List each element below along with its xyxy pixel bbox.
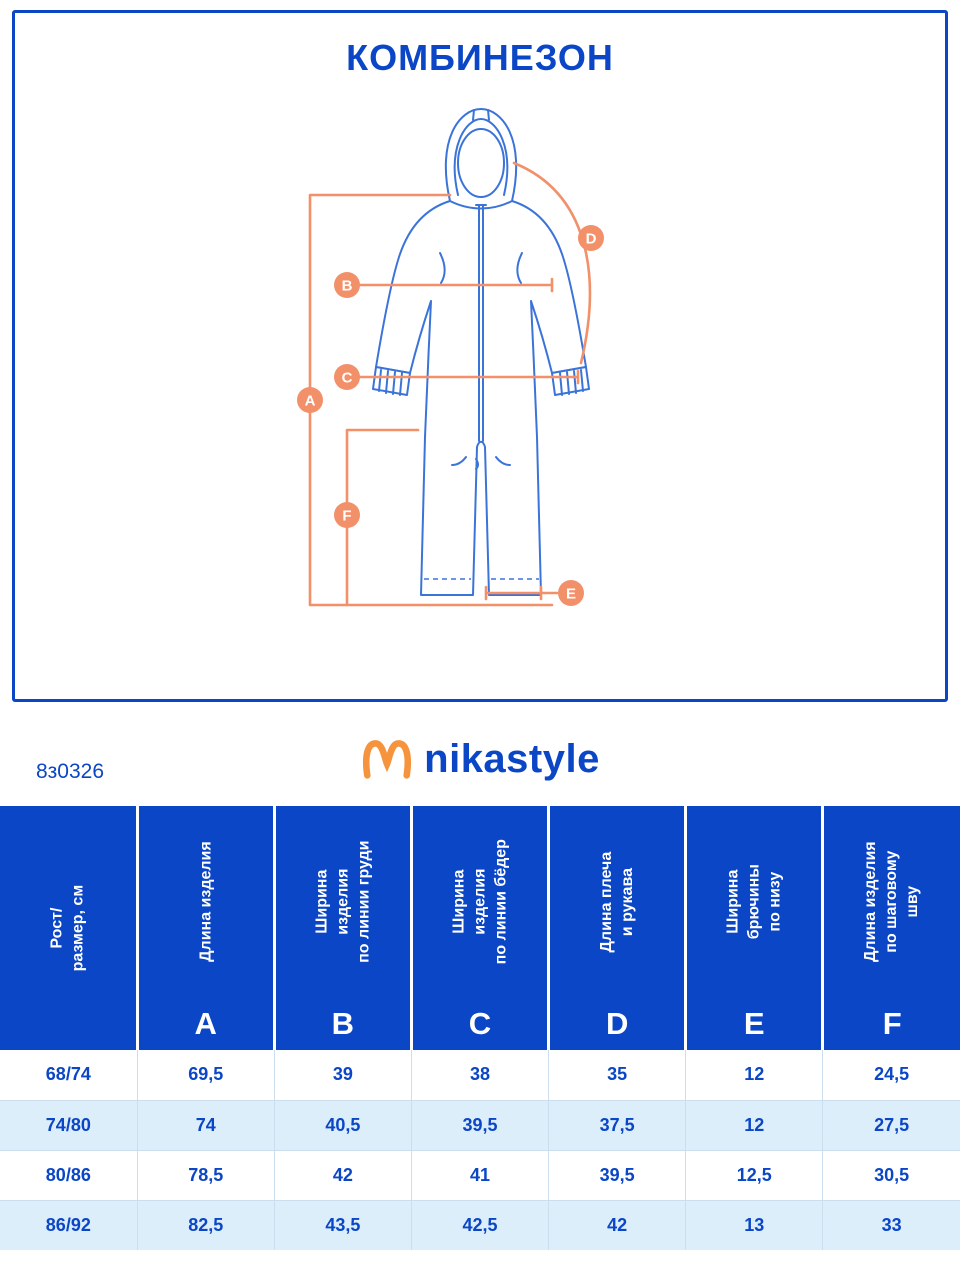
- marker-b: B: [334, 272, 360, 298]
- column-label: Рост/ размер, см: [48, 884, 87, 972]
- value-cell: 42: [273, 1149, 412, 1201]
- hood: [444, 108, 518, 210]
- value-cell: 40,5: [273, 1099, 412, 1151]
- size-cell: 68/74: [0, 1050, 138, 1101]
- value-cell: 78,5: [136, 1149, 275, 1201]
- column-letter: A: [194, 1006, 217, 1041]
- column-letter: E: [743, 1006, 765, 1041]
- brand-logo: nikastyle: [0, 736, 960, 782]
- marker-a: A: [297, 387, 323, 413]
- column-letter: D: [605, 1006, 629, 1041]
- dim-line-B: [358, 277, 554, 293]
- value-cell: 42: [548, 1199, 687, 1250]
- value-cell: 12: [685, 1050, 824, 1101]
- value-cell: 42,5: [410, 1199, 550, 1250]
- diagram-frame: КОМБИНЕЗОН: [12, 10, 948, 702]
- svg-text:C: C: [342, 370, 353, 387]
- column-label: Длина плеча и рукава: [598, 851, 637, 953]
- column-label: Ширина изделия по линии бёдер: [450, 839, 510, 965]
- value-cell: 13: [685, 1199, 824, 1250]
- marker-e: E: [558, 580, 584, 606]
- marker-c: C: [334, 364, 360, 390]
- svg-text:D: D: [586, 231, 597, 248]
- value-cell: 12,5: [685, 1149, 824, 1201]
- brand-name: nikastyle: [424, 736, 600, 781]
- zipper: [475, 204, 487, 442]
- value-cell: 24,5: [822, 1050, 960, 1101]
- column-label: Длина изделия по шаговому шву: [862, 841, 922, 963]
- jumpsuit-measurement-diagram: A B C D E F: [297, 108, 604, 607]
- size-cell: 74/80: [0, 1099, 138, 1151]
- value-cell: 37,5: [548, 1099, 687, 1151]
- column-label: Длина изделия: [197, 841, 215, 963]
- size-cell: 80/86: [0, 1149, 138, 1201]
- value-cell: 35: [548, 1050, 687, 1101]
- marker-d: D: [578, 225, 604, 251]
- svg-text:E: E: [566, 586, 576, 603]
- value-cell: 41: [410, 1149, 550, 1201]
- page-title: КОМБИНЕЗОН: [346, 37, 614, 78]
- value-cell: 82,5: [136, 1199, 275, 1250]
- brand-logo-icon: [363, 740, 412, 779]
- dim-line-C: [358, 369, 580, 385]
- marker-f: F: [334, 502, 360, 528]
- svg-text:F: F: [342, 508, 351, 525]
- size-cell: 86/92: [0, 1199, 138, 1250]
- product-code: 8з0326: [36, 760, 105, 783]
- column-label: Ширина изделия по линии груди: [313, 840, 373, 964]
- value-cell: 38: [410, 1050, 550, 1101]
- column-letter: C: [468, 1006, 492, 1041]
- svg-text:B: B: [342, 278, 353, 295]
- column-header-size: Рост/ размер, см: [0, 806, 138, 1050]
- svg-text:A: A: [305, 393, 316, 410]
- value-cell: 69,5: [136, 1050, 275, 1101]
- value-cell: 39,5: [548, 1149, 687, 1201]
- value-cell: 74: [136, 1099, 275, 1151]
- value-cell: 39,5: [410, 1099, 550, 1151]
- column-letter: B: [331, 1006, 355, 1041]
- dimension-markers: A B C D E F: [297, 225, 604, 606]
- value-cell: 43,5: [273, 1199, 412, 1250]
- dim-line-E: [484, 585, 559, 601]
- jumpsuit-outline: [372, 108, 590, 596]
- column-label: Ширина брючины по низу: [724, 864, 784, 940]
- column-letter: F: [882, 1006, 902, 1041]
- value-cell: 12: [685, 1099, 824, 1151]
- value-cell: 39: [273, 1050, 412, 1101]
- value-cell: 30,5: [822, 1149, 960, 1201]
- value-cell: 33: [822, 1199, 960, 1250]
- value-cell: 27,5: [822, 1099, 960, 1151]
